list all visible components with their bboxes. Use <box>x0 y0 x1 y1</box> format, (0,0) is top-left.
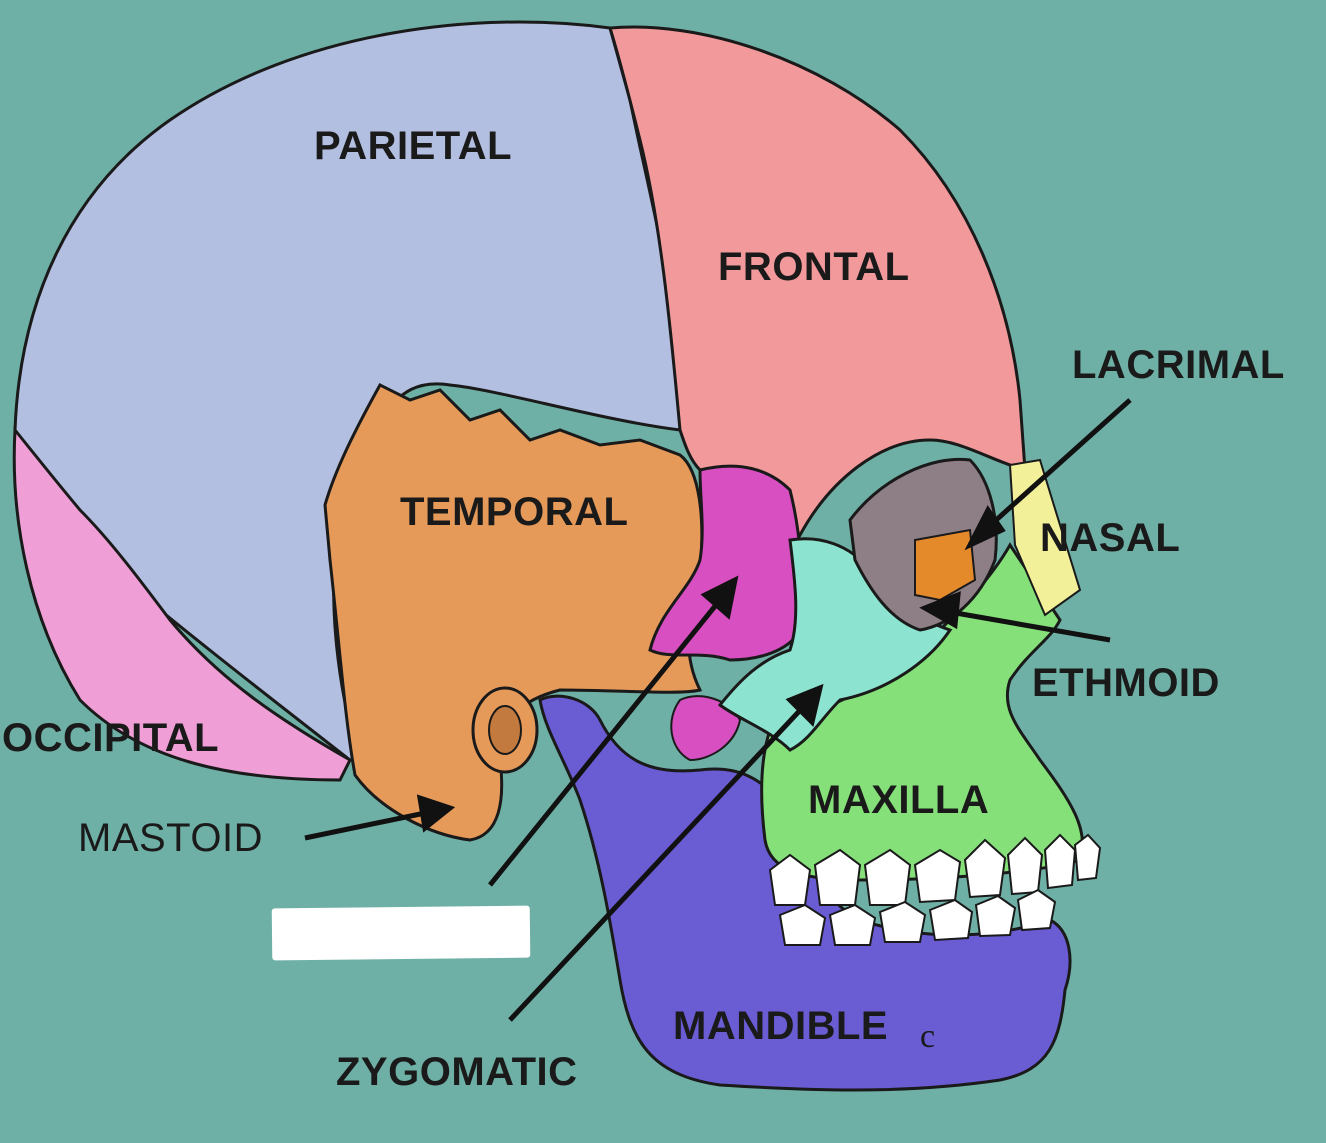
label-parietal: PARIETAL <box>314 124 513 168</box>
label-lacrimal: LACRIMAL <box>1072 343 1285 387</box>
label-occipital: OCCIPITAL <box>2 716 220 760</box>
sphenoid-bone <box>648 464 804 662</box>
teeth <box>768 833 1102 946</box>
nasal-bone <box>1008 458 1082 617</box>
label-nasal: NASAL <box>1040 516 1181 560</box>
mastoid-arrow <box>304 809 431 841</box>
occipital-bone <box>12 425 352 782</box>
label-ethmoid: ETHMOID <box>1032 661 1220 705</box>
zygomatic-arrow <box>508 703 807 1022</box>
label-mastoid: MASTOID <box>78 816 264 860</box>
ethmoid-arrow <box>949 609 1111 643</box>
sphenoid-arrow <box>488 598 722 887</box>
frontal-bone <box>608 25 1027 538</box>
sphenoid-lower <box>670 695 742 762</box>
label-mandible: MANDIBLE <box>673 1004 889 1048</box>
label-maxilla: MAXILLA <box>808 778 990 822</box>
blank-label-box[interactable] <box>271 905 531 961</box>
lacrimal-arrow <box>983 398 1132 532</box>
label-frontal: FRONTAL <box>718 245 910 289</box>
label-zygomatic: ZYGOMATIC <box>336 1050 578 1094</box>
pointer-arrows <box>304 398 1132 1022</box>
mandible-mark: c <box>920 1018 936 1055</box>
lacrimal-bone <box>914 528 977 602</box>
label-temporal: TEMPORAL <box>400 490 629 534</box>
